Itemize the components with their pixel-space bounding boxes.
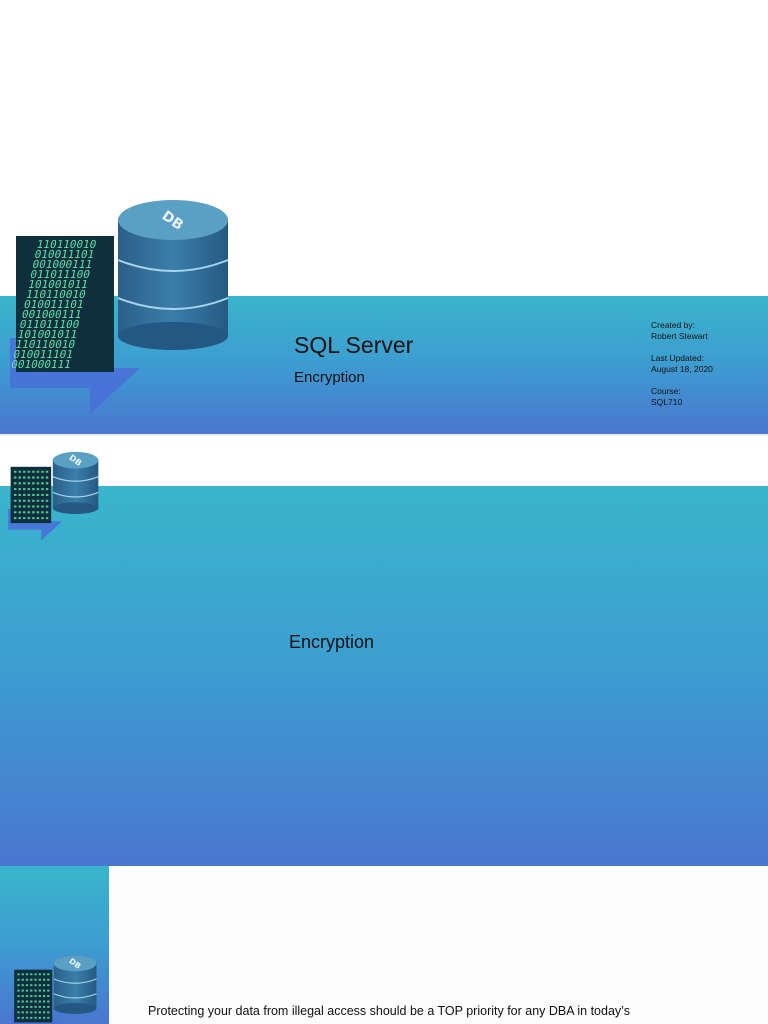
- binary-row: 1010011101: [5, 348, 74, 361]
- content-slide: DB Protecting your data from illegal acc…: [0, 866, 768, 1024]
- database-icon: 0110110010 1010011101 1001000111 0011011…: [3, 200, 229, 414]
- course-label: Course:: [651, 386, 681, 396]
- created-label: Created by:: [651, 320, 695, 330]
- created-value: Robert Stewart: [651, 330, 708, 341]
- body-paragraph: Protecting your data from illegal access…: [148, 1004, 630, 1018]
- binary-row: 1001000111: [14, 308, 83, 321]
- binary-row: 1001000111: [3, 358, 72, 371]
- binary-row: 0110110010: [18, 288, 87, 301]
- binary-row: 1010011101: [27, 248, 96, 261]
- section-gradient-band: [0, 486, 768, 866]
- database-logo-small: DB: [4, 450, 100, 544]
- page-title: SQL Server: [294, 332, 414, 358]
- binary-row: 0110110010: [29, 238, 98, 251]
- binary-row: 1101001011: [20, 278, 89, 291]
- binary-row: 0011011100: [22, 268, 91, 281]
- section-slide: DB Encryption: [0, 436, 768, 866]
- slide-meta: Created by: Robert Stewart Last Updated:…: [651, 320, 713, 419]
- database-icon: DB: [11, 955, 97, 1024]
- binary-panel: [16, 236, 114, 372]
- binary-row: 0011011100: [12, 318, 81, 331]
- binary-row: 1001000111: [24, 258, 93, 271]
- updated-value: August 18, 2020: [651, 363, 713, 374]
- database-logo-small: DB: [8, 954, 98, 1024]
- page-subtitle: Encryption: [294, 369, 365, 386]
- binary-row: 1010011101: [16, 298, 85, 311]
- database-icon: DB: [8, 451, 99, 541]
- title-slide: 0110110010 1010011101 1001000111 0011011…: [0, 0, 768, 434]
- binary-row: 0110110010: [7, 338, 76, 351]
- database-logo: 0110110010 1010011101 1001000111 0011011…: [0, 198, 232, 420]
- binary-row: 1101001011: [10, 328, 79, 341]
- slide-divider: [0, 434, 768, 436]
- updated-label: Last Updated:: [651, 353, 704, 363]
- course-value: SQL710: [651, 396, 683, 407]
- section-title: Encryption: [289, 632, 375, 652]
